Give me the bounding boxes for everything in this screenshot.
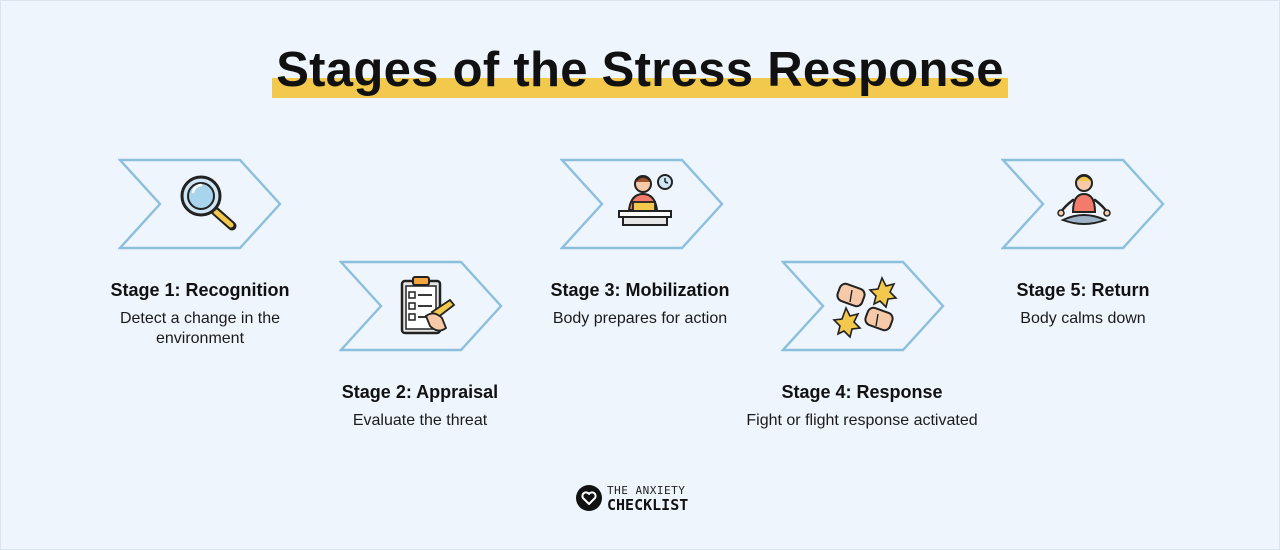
- stage-2-chevron: [339, 260, 503, 352]
- stage-1-description: Detect a change in the environment: [90, 309, 310, 349]
- page-title-text: Stages of the Stress Response: [276, 43, 1004, 97]
- logo-line-1: THE ANXIETY: [607, 484, 686, 497]
- stage-2-title: Stage 2: Appraisal: [341, 382, 499, 402]
- stage-2-description: Evaluate the threat: [352, 412, 488, 429]
- stage-5-title: Stage 5: Return: [1016, 280, 1150, 300]
- stage-3-description: Body prepares for action: [552, 310, 728, 327]
- stage-5-label: Stage 5: Return Body calms down: [933, 280, 1233, 329]
- stage-3-chevron: [560, 158, 724, 250]
- logo-line-2: CHECKLIST: [607, 496, 689, 514]
- person-at-desk-clock-icon: [611, 168, 681, 238]
- stage-3-label: Stage 3: Mobilization Body prepares for …: [490, 280, 790, 329]
- meditating-person-icon: [1049, 168, 1119, 238]
- stage-4-description: Fight or flight response activated: [746, 412, 978, 429]
- heart-logo-icon: [576, 485, 602, 511]
- stage-4-label: Stage 4: Response Fight or flight respon…: [712, 382, 1012, 431]
- stage-3-title: Stage 3: Mobilization: [550, 280, 730, 300]
- title-area: Stages of the Stress Response: [0, 42, 1280, 98]
- stage-4-title: Stage 4: Response: [781, 382, 943, 402]
- clipboard-checklist-icon: [390, 272, 460, 342]
- stage-1-chevron: [118, 158, 282, 250]
- stage-1-title: Stage 1: Recognition: [110, 280, 290, 300]
- stage-2-label: Stage 2: Appraisal Evaluate the threat: [270, 382, 570, 431]
- stage-1-label: Stage 1: Recognition Detect a change in …: [50, 280, 350, 349]
- stage-5-chevron: [1001, 158, 1165, 250]
- page-title: Stages of the Stress Response: [272, 42, 1008, 98]
- magnifying-glass-icon: [174, 170, 244, 240]
- stage-5-description: Body calms down: [1020, 310, 1146, 327]
- stage-4-chevron: [781, 260, 945, 352]
- fist-bump-icon: [830, 272, 900, 342]
- stage-1-description-text: Detect a change in the environment: [119, 310, 281, 347]
